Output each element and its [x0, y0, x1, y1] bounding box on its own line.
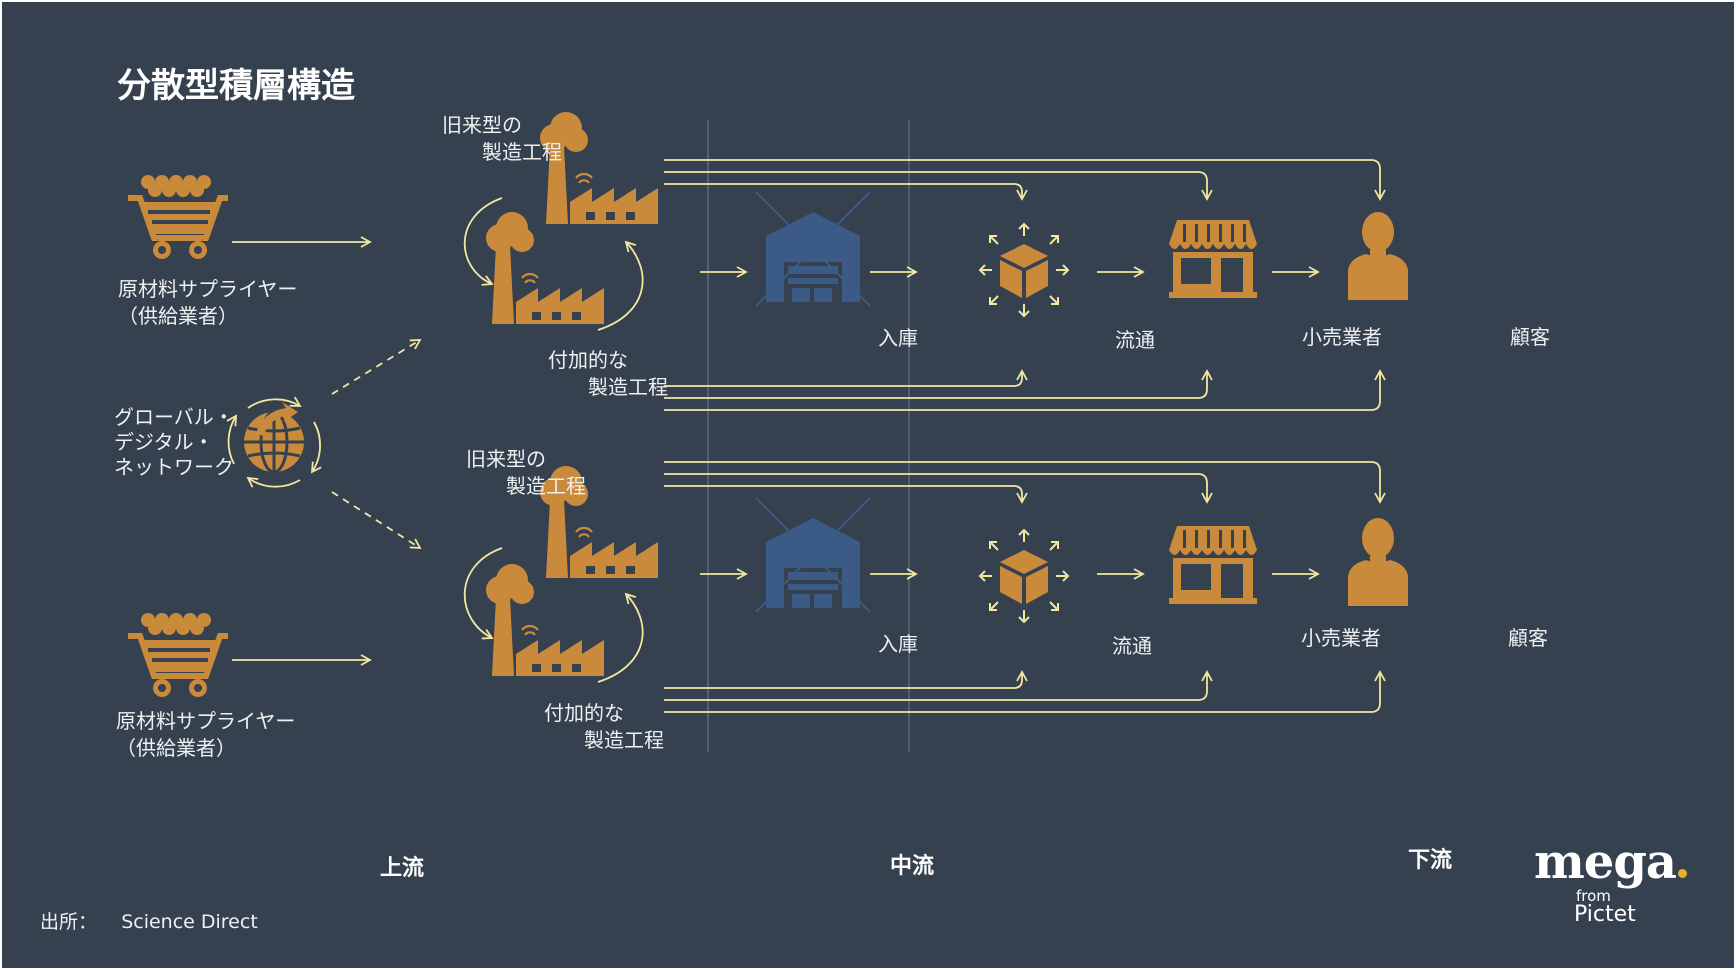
- traditional-label-line: 製造工程: [506, 474, 586, 498]
- global-network: [226, 339, 422, 549]
- bypass-top-to-distribution: [664, 485, 1028, 504]
- network-cycle-arrow: [226, 414, 237, 465]
- source-note: 出所： Science Direct: [40, 907, 258, 934]
- warehouse-icon: [755, 191, 871, 307]
- bypass-top-to-customer: [664, 461, 1386, 504]
- factory-additive-icon: [484, 562, 606, 678]
- supplier-label: 原材料サプライヤー （供給業者）: [118, 276, 297, 330]
- stage-dividers: [707, 120, 910, 752]
- bypass-top-to-customer: [664, 159, 1386, 201]
- network-cycle-arrow: [310, 421, 322, 474]
- store-icon: [1169, 220, 1257, 298]
- network-swirl-icon: [256, 402, 298, 436]
- top-chain-arrows: [232, 159, 1386, 411]
- supplier-label-line: 原材料サプライヤー: [116, 709, 296, 733]
- bypass-bottom-to-distribution: [664, 369, 1028, 387]
- additive-label-line: 製造工程: [588, 375, 668, 399]
- retailer-label: 小売業者: [1301, 626, 1381, 650]
- source-value: Science Direct: [121, 911, 258, 933]
- traditional-label-line: 旧来型の: [466, 447, 546, 471]
- distribution-box-icon: [979, 223, 1069, 317]
- traditional-label-line: 製造工程: [482, 140, 562, 164]
- traditional-process-label: 旧来型の 製造工程: [466, 446, 586, 500]
- bypass-bottom-to-customer: [664, 369, 1386, 411]
- bypass-bottom-to-customer: [664, 670, 1386, 713]
- logo-dot: [1678, 869, 1687, 878]
- logo-from: from: [1576, 887, 1611, 905]
- network-label-line: グローバル・: [114, 405, 234, 429]
- traditional-label-line: 旧来型の: [442, 113, 522, 137]
- bypass-bottom-to-retailer: [664, 369, 1213, 399]
- arrow-cycle-left: [463, 547, 503, 640]
- additive-process-label: 付加的な 製造工程: [548, 347, 668, 401]
- network-cycle-arrow: [247, 396, 302, 409]
- customer-label: 顧客: [1510, 325, 1550, 349]
- supplier-label: 原材料サプライヤー （供給業者）: [116, 708, 295, 762]
- distribution-label: 流通: [1112, 634, 1152, 658]
- factory-additive-icon: [484, 210, 606, 326]
- logo-mega: mega: [1534, 834, 1687, 890]
- additive-label-line: 付加的な: [548, 348, 628, 372]
- logo-mega-text: mega: [1534, 834, 1677, 890]
- supplier-label-line: 原材料サプライヤー: [118, 277, 298, 301]
- arrow-cycle-right: [597, 592, 644, 683]
- arrow-network-to-top: [331, 339, 422, 395]
- customer-icon: [1348, 518, 1408, 606]
- network-label-line: ネットワーク: [114, 455, 234, 479]
- network-label: グローバル・ デジタル・ ネットワーク: [114, 405, 234, 480]
- store-icon: [1169, 526, 1257, 604]
- cart-icon: [128, 613, 228, 697]
- cart-icon: [128, 175, 228, 259]
- network-label-line: デジタル・: [114, 430, 214, 454]
- stage-midstream: 中流: [890, 854, 935, 879]
- warehouse-label: 入庫: [878, 632, 918, 656]
- bottom-chain-arrows: [232, 461, 1386, 713]
- retailer-label: 小売業者: [1302, 325, 1382, 349]
- arrow-cycle-left: [463, 197, 503, 286]
- warehouse-label: 入庫: [878, 326, 918, 350]
- logo-pictet: Pictet: [1574, 902, 1636, 927]
- globe-icon: [242, 410, 306, 474]
- customer-label: 顧客: [1508, 626, 1548, 650]
- bypass-top-to-retailer: [664, 473, 1213, 504]
- diagram-title: 分散型積層構造: [117, 66, 355, 106]
- stage-downstream: 下流: [1408, 848, 1453, 873]
- source-label: 出所：: [40, 911, 98, 933]
- warehouse-icon: [755, 497, 871, 613]
- bypass-bottom-to-distribution: [664, 670, 1028, 689]
- distribution-box-icon: [979, 529, 1069, 623]
- additive-label-line: 付加的な: [544, 701, 624, 725]
- bypass-top-to-distribution: [664, 183, 1028, 201]
- stage-upstream: 上流: [380, 856, 425, 881]
- network-cycle-arrow: [246, 476, 301, 488]
- traditional-process-label: 旧来型の 製造工程: [442, 112, 562, 166]
- arrow-cycle-right: [597, 240, 644, 331]
- bypass-top-to-retailer: [664, 171, 1213, 201]
- supplier-label-line: （供給業者）: [116, 736, 236, 760]
- arrow-network-to-bottom: [331, 491, 422, 549]
- supplier-label-line: （供給業者）: [118, 304, 238, 328]
- bypass-bottom-to-retailer: [664, 670, 1213, 701]
- distribution-label: 流通: [1115, 328, 1155, 352]
- additive-label-line: 製造工程: [584, 728, 664, 752]
- additive-process-label: 付加的な 製造工程: [544, 700, 664, 754]
- customer-icon: [1348, 212, 1408, 300]
